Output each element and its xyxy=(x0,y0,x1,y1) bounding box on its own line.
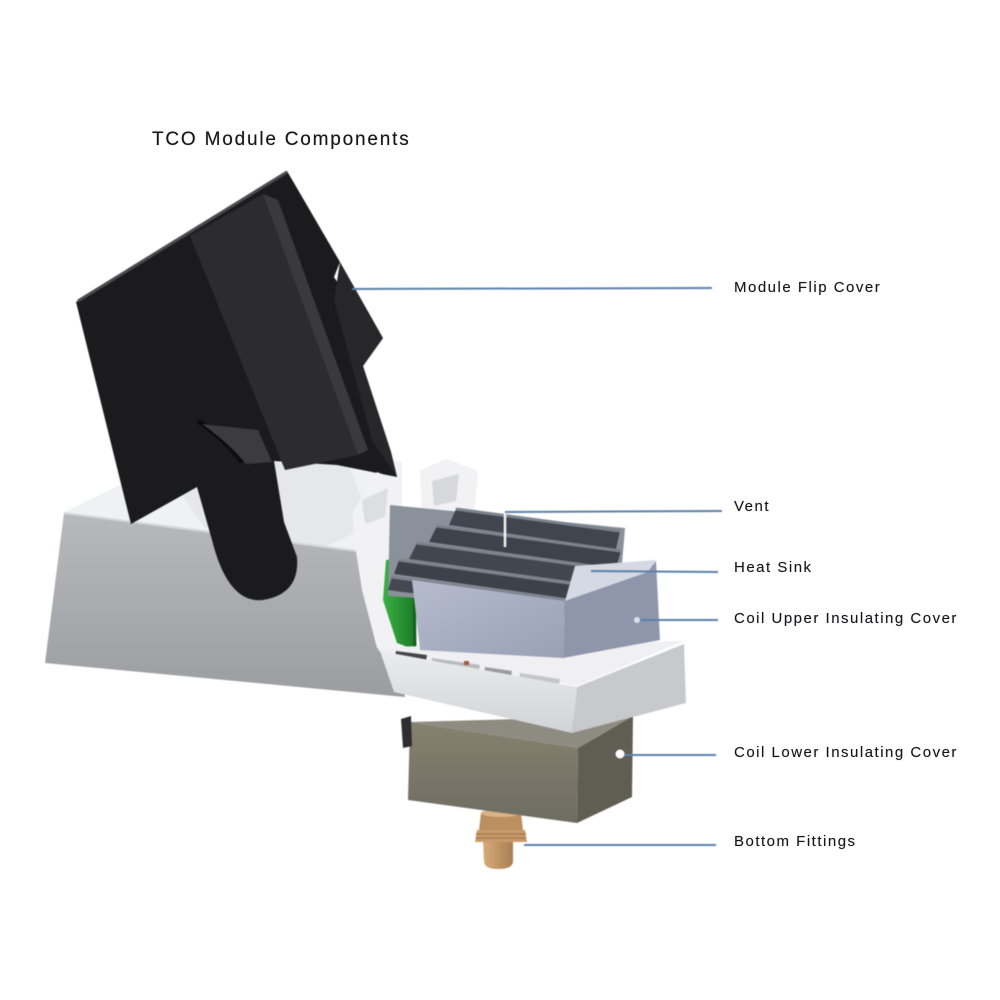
module-flip-cover-part xyxy=(0,170,397,601)
heat-sink-fin xyxy=(394,560,613,604)
ledge-right-face xyxy=(572,644,686,733)
tray-wall-right-hole xyxy=(432,474,459,506)
fitting-flange-ridges xyxy=(476,833,526,839)
upper-cover-front xyxy=(412,580,565,658)
flip-cover-recess-edge xyxy=(263,194,368,455)
flip-cover-body xyxy=(76,171,397,601)
fitting-barrel xyxy=(483,842,513,869)
ledge-slot xyxy=(519,673,560,684)
flip-cover-groove-face xyxy=(202,424,272,464)
leader-lines xyxy=(351,287,723,846)
coil-upper-insulating-cover-part xyxy=(412,560,660,658)
ledge-mark xyxy=(464,661,469,665)
label-heat-sink: Heat Sink xyxy=(734,559,813,576)
coil-lower-insulating-cover-part xyxy=(401,716,633,823)
heat-sink-fin xyxy=(409,543,618,587)
label-bottom-fittings: Bottom Fittings xyxy=(734,833,857,850)
tray-wall-left-shade xyxy=(362,488,388,524)
ledge-front-face xyxy=(380,651,577,733)
base-housing-part xyxy=(45,452,405,697)
lower-cover-right xyxy=(577,716,633,823)
bottom-fittings-part xyxy=(475,809,527,869)
leader-line-heat-sink xyxy=(590,570,719,573)
flip-cover-recess xyxy=(190,194,358,470)
leader-line-vent xyxy=(504,510,723,513)
flip-cover-side-face xyxy=(334,262,397,477)
diagram-title: TCO Module Components xyxy=(152,129,411,150)
fitting-neck xyxy=(479,813,523,830)
ledge-top-face xyxy=(377,641,684,686)
label-vent: Vent xyxy=(734,498,771,515)
heat-sink-fin xyxy=(449,509,620,549)
fitting-flange xyxy=(475,830,527,842)
label-coil-lower-insulating-cover: Coil Lower Insulating Cover xyxy=(734,744,958,761)
upper-cover-right xyxy=(563,561,660,658)
flip-cover-leader-dot xyxy=(0,285,8,293)
label-module-flip-cover: Module Flip Cover xyxy=(734,279,882,296)
heat-sink-fin-tops xyxy=(391,507,622,608)
ledge-faces xyxy=(380,644,686,733)
label-coil-upper-insulating-cover: Coil Upper Insulating Cover xyxy=(734,610,958,627)
flip-cover-top-edge xyxy=(77,170,288,303)
lower-cover-front xyxy=(408,722,578,823)
leader-dot-coil-lower xyxy=(615,749,625,759)
leader-line-module-flip-cover xyxy=(351,287,713,290)
upper-cover-top xyxy=(565,560,656,601)
heat-sink-fin xyxy=(429,526,621,568)
base-front-face xyxy=(45,513,405,697)
lower-cover-clip xyxy=(401,716,412,748)
leader-dot-coil-upper xyxy=(634,617,640,623)
